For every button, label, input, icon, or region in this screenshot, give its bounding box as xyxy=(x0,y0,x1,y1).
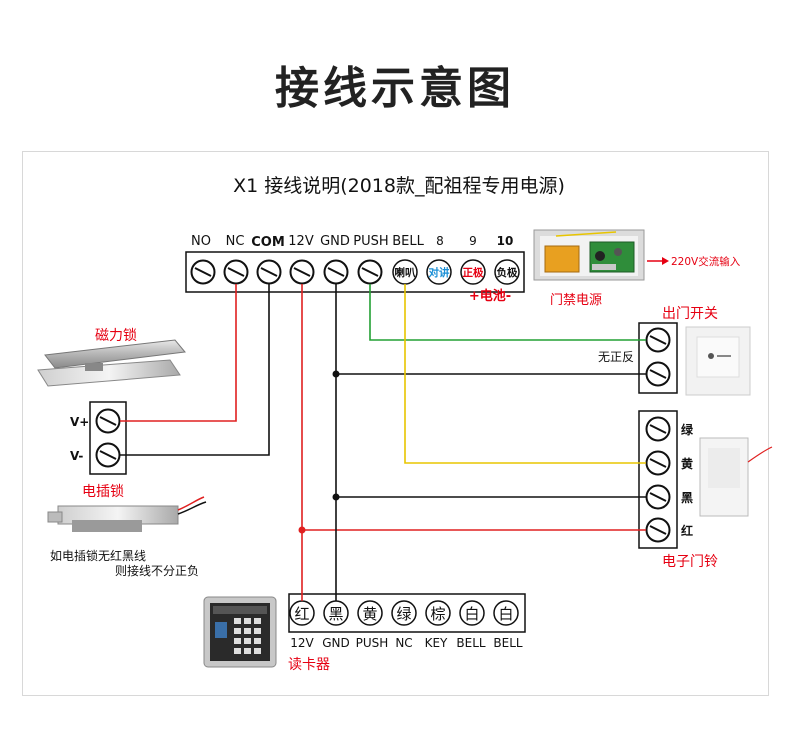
doorbell-wire-green: 绿 xyxy=(681,422,694,437)
exit-button-image xyxy=(685,326,751,396)
electric-bolt-label: 电插锁 xyxy=(82,484,124,500)
bolt-note-line1: 如电插锁无红黑线 xyxy=(50,548,146,563)
magnetic-lock-label: 磁力锁 xyxy=(95,328,137,344)
card-reader-image xyxy=(203,596,277,668)
reader-wire-green: 绿 xyxy=(396,605,411,623)
exit-switch-label: 出门开关 xyxy=(662,306,718,322)
doorbell-wire-red: 红 xyxy=(681,523,693,538)
wire-junctions xyxy=(298,370,340,534)
arrow-icon xyxy=(647,257,669,265)
label-10: 10 xyxy=(497,234,514,248)
reader-wire-black: 黑 xyxy=(328,605,343,623)
terminal-positive: 正极 xyxy=(463,266,484,279)
vplus-label: V+ xyxy=(70,415,89,429)
power-supply-image xyxy=(533,229,645,281)
terminal-negative: 负极 xyxy=(497,266,518,279)
battery-label: +电池- xyxy=(469,288,511,304)
reader-wire-white-1: 白 xyxy=(464,605,479,623)
reader-terminal-push: PUSH xyxy=(356,636,389,650)
reader-terminal-bell-2: BELL xyxy=(493,636,523,650)
diagram-panel xyxy=(22,151,769,696)
label-9: 9 xyxy=(469,234,477,248)
label-12v: 12V xyxy=(288,234,314,249)
reader-terminal-key: KEY xyxy=(425,636,448,650)
wire-nc-vplus xyxy=(120,284,237,422)
label-8: 8 xyxy=(436,234,444,248)
label-com: COM xyxy=(251,235,285,250)
ac-input-label: 220V交流输入 xyxy=(671,255,741,268)
label-nc: NC xyxy=(226,234,245,249)
label-push: PUSH xyxy=(353,234,388,249)
terminal-speaker: 喇叭 xyxy=(395,266,416,279)
doorbell-wire-black: 黑 xyxy=(681,491,693,505)
reader-terminal-gnd: GND xyxy=(322,636,350,650)
bolt-note-line2: 则接线不分正负 xyxy=(115,563,199,578)
diagram-subtitle: X1 接线说明(2018款_配祖程专用电源) xyxy=(233,175,565,197)
doorbell-label: 电子门铃 xyxy=(662,554,718,570)
doorbell-image xyxy=(699,437,773,517)
wire-bell-doorbell xyxy=(404,284,646,464)
reader-wire-yellow: 黄 xyxy=(362,605,377,623)
reader-terminal-nc: NC xyxy=(395,636,412,650)
card-reader-label: 读卡器 xyxy=(288,656,330,673)
reader-wire-white-2: 白 xyxy=(498,605,513,623)
reader-wire-red: 红 xyxy=(294,605,309,623)
terminal-intercom: 对讲 xyxy=(429,266,450,279)
label-no: NO xyxy=(191,234,211,249)
page-title: 接线示意图 xyxy=(275,63,515,114)
reader-terminal-12v: 12V xyxy=(290,636,314,650)
power-supply-label: 门禁电源 xyxy=(550,293,602,308)
magnetic-lock-image xyxy=(37,339,186,387)
label-gnd: GND xyxy=(320,234,350,249)
wire-push-exit xyxy=(369,284,646,341)
reader-terminal-bell-1: BELL xyxy=(456,636,486,650)
exit-switch-polarity-note: 无正反 xyxy=(598,350,634,364)
doorbell-wire-yellow: 黄 xyxy=(681,456,693,471)
wires xyxy=(120,284,646,601)
vminus-label: V- xyxy=(70,449,83,463)
electric-bolt-image xyxy=(47,496,207,532)
label-bell: BELL xyxy=(392,234,424,249)
reader-wire-brown: 棕 xyxy=(430,605,445,623)
wire-com-vminus xyxy=(120,284,270,456)
